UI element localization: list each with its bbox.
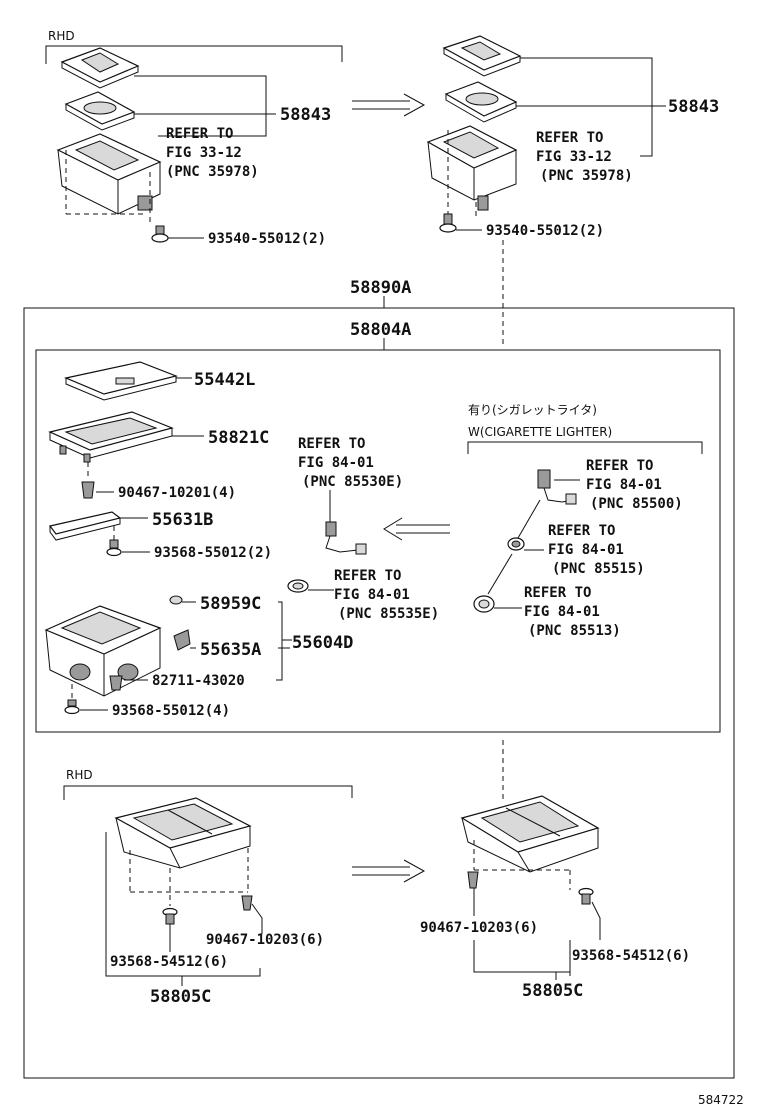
refer-line: FIG 84-01 — [334, 587, 410, 603]
refer-line: REFER TO — [166, 126, 233, 142]
bolt-label: 93540-55012(2) — [486, 223, 604, 239]
refer-line: FIG 84-01 — [586, 477, 662, 493]
refer-line: (PNC 85515) — [552, 561, 645, 577]
refer-line: (PNC 35978) — [166, 164, 259, 180]
console-box-part — [460, 795, 600, 873]
clip-icon — [467, 871, 479, 889]
refer-line: (PNC 85530E) — [302, 474, 403, 490]
bolt-icon — [439, 213, 457, 233]
lighter-socket-part — [287, 579, 309, 593]
refer-line: (PNC 85500) — [590, 496, 683, 512]
part-55635A-label: 55635A — [200, 640, 261, 660]
part-82711-label: 82711-43020 — [152, 673, 245, 689]
figure-id-label: 584722 — [698, 1093, 744, 1107]
refer-line: (PNC 35978) — [540, 168, 633, 184]
refer-line: REFER TO — [586, 458, 653, 474]
bottom-right-group: 90467-10203(6) 93568-54512(6) 58805C — [420, 795, 690, 1001]
refer-line: FIG 84-01 — [298, 455, 374, 471]
refer-line: REFER TO — [334, 568, 401, 584]
part-55604D-label: 55604D — [292, 633, 353, 653]
clip-icon — [241, 895, 253, 911]
inner-group: 55442L 58821C 90467-10201(4) 55631B — [44, 361, 703, 719]
bolt-icon — [151, 225, 169, 243]
bolt-icon — [578, 887, 594, 905]
refer-line: FIG 84-01 — [548, 542, 624, 558]
assembly-58805C-label: 58805C — [522, 981, 583, 1001]
frame-part — [48, 411, 174, 463]
part-58821C-label: 58821C — [208, 428, 269, 448]
bolt-icon — [162, 907, 178, 925]
arrow-right-icon — [352, 93, 426, 117]
lid-part — [64, 361, 178, 401]
clip-icon — [169, 595, 183, 605]
refer-line: REFER TO — [524, 585, 591, 601]
refer-line: REFER TO — [298, 436, 365, 452]
clip-icon — [109, 675, 123, 691]
clip-label: 90467-10203(6) — [420, 920, 538, 936]
part-58959C-label: 58959C — [200, 594, 261, 614]
bottom-left-group: RHD 90467-10203(6) 93568-54512(6) 58805C — [63, 768, 353, 1007]
part-55442L-label: 55442L — [194, 370, 255, 390]
latch-icon — [173, 629, 191, 651]
part-58843-label: 58843 — [668, 97, 719, 117]
arrow-right-icon — [352, 859, 426, 883]
bolt-label: 93568-54512(6) — [110, 954, 228, 970]
holder-body-part — [426, 125, 518, 211]
refer-line: FIG 33-12 — [166, 145, 242, 161]
lighter-part — [537, 469, 577, 505]
part-93568-label: 93568-55012(4) — [112, 703, 230, 719]
rhd-label-bottom: RHD — [66, 768, 93, 782]
refer-line: (PNC 85535E) — [338, 606, 439, 622]
refer-line: FIG 33-12 — [536, 149, 612, 165]
bolt-label: 93540-55012(2) — [208, 231, 326, 247]
cover-tray-part — [60, 47, 140, 89]
refer-line: (PNC 85513) — [528, 623, 621, 639]
top-left-group: RHD 93540-55012(2) — [45, 29, 343, 247]
bracket-part — [64, 91, 136, 131]
outer-assembly-frame — [23, 307, 735, 1079]
bolt-icon — [106, 539, 122, 557]
cover-tray-part — [442, 35, 522, 77]
part-55631B-label: 55631B — [152, 510, 213, 530]
cigarette-lighter-jp-label: 有り(シガレットライタ) — [468, 403, 597, 417]
assembly-58804A-label: 58804A — [350, 320, 411, 340]
holder-body-part — [56, 133, 162, 215]
socket-part — [507, 537, 525, 551]
ring-part — [473, 595, 495, 613]
bolt-icon — [64, 699, 80, 715]
part-58843-label: 58843 — [280, 105, 331, 125]
arrow-left-icon — [383, 517, 450, 541]
cup-holder-part — [44, 605, 162, 697]
top-right-group: 93540-55012(2) 58843 REFER TO FIG 33-12 … — [426, 35, 719, 239]
part-90467-label: 90467-10201(4) — [118, 485, 236, 501]
clip-label: 90467-10203(6) — [206, 932, 324, 948]
part-93568-label: 93568-55012(2) — [154, 545, 272, 561]
bracket-part — [444, 81, 518, 123]
assembly-58805C-label: 58805C — [150, 987, 211, 1007]
refer-line: REFER TO — [548, 523, 615, 539]
plate-part — [48, 511, 122, 541]
bolt-label: 93568-54512(6) — [572, 948, 690, 964]
console-box-part — [114, 797, 252, 869]
cigarette-lighter-label: W(CIGARETTE LIGHTER) — [468, 425, 612, 439]
inner-assembly-frame — [35, 349, 721, 733]
assembly-58890A-label: 58890A — [350, 278, 411, 298]
refer-line: FIG 84-01 — [524, 604, 600, 620]
rhd-label-top: RHD — [48, 29, 75, 43]
wiring-socket-part — [325, 521, 367, 555]
clip-icon — [81, 481, 95, 499]
refer-line: REFER TO — [536, 130, 603, 146]
